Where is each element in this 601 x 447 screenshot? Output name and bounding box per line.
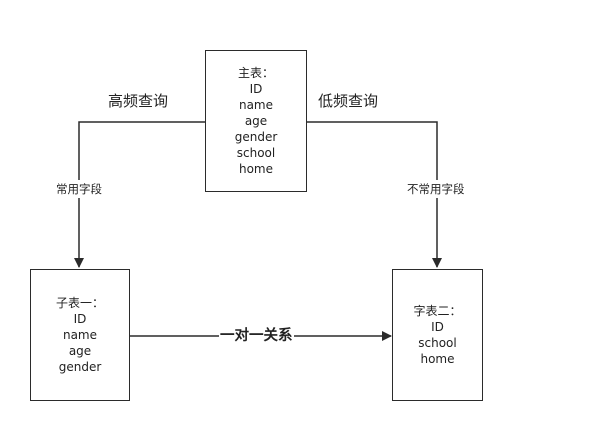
sub-table-1-title: 子表一： [55,295,104,310]
sub-table-2-title: 字表二： [413,303,462,318]
field-item: school [418,335,457,350]
field-item: age [244,113,268,128]
common-fields-label: 常用字段 [56,180,102,198]
uncommon-fields-label: 不常用字段 [407,180,465,198]
low-frequency-query-label: 低频查询 [318,92,379,110]
arrow-main-to-sub-2 [306,121,442,268]
high-frequency-query-label: 高频查询 [108,92,169,110]
arrow-main-to-sub-1 [74,121,206,268]
field-item: home [238,161,273,176]
main-table-title: 主表： [237,65,274,80]
field-item: gender [234,129,278,144]
field-item: name [238,97,273,112]
field-item: age [68,343,92,358]
field-item: name [62,327,97,342]
field-item: school [236,145,276,160]
one-to-one-relation-label: 一对一关系 [219,327,294,345]
field-item: ID [431,319,444,334]
field-item: gender [58,359,102,374]
field-item: home [420,351,455,366]
field-item: ID [249,81,263,96]
field-item: ID [73,311,87,326]
